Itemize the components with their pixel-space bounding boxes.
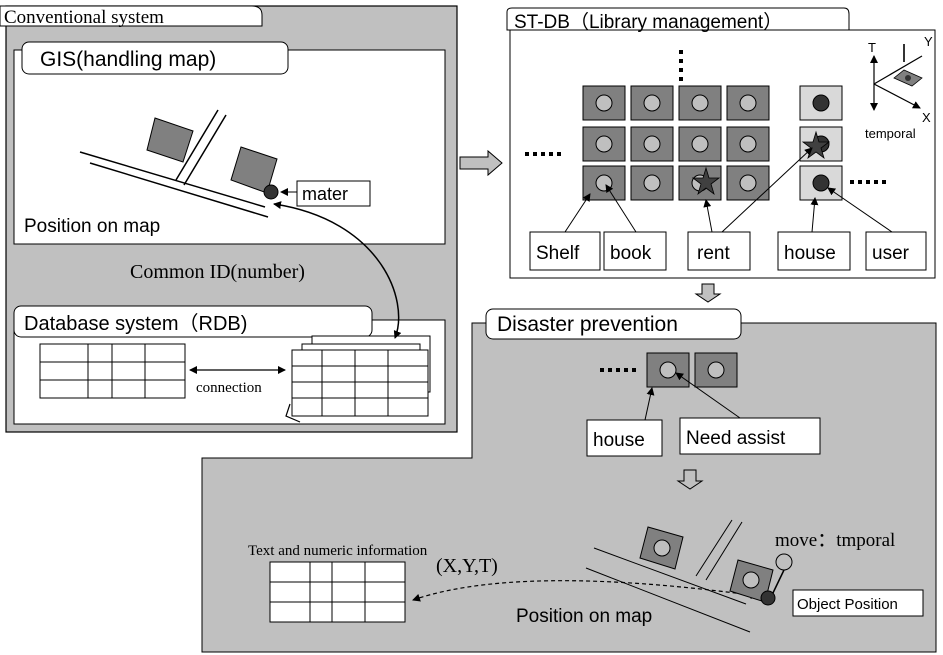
database-title: Database system（RDB): [24, 312, 247, 335]
user-dot: [812, 174, 830, 192]
mater-label: mater: [302, 184, 348, 204]
label-book: book: [610, 243, 652, 264]
object-position-label: Object Position: [797, 596, 898, 613]
disaster-title: Disaster prevention: [497, 313, 678, 336]
book-circle: [643, 135, 661, 153]
move-temporal-label: move：tmporal: [775, 530, 895, 551]
disaster-prevention-panel: Disaster prevention house Need assist Te…: [201, 308, 937, 653]
info-table: [269, 561, 406, 623]
stdb-panel: ST-DB（Library management） Shelf: [506, 7, 936, 279]
conventional-system-panel: Conventional system GIS(handling map) ma…: [0, 5, 458, 433]
flow-arrow-down: [694, 283, 722, 303]
user-dot: [812, 94, 830, 112]
book-circle: [739, 94, 757, 112]
book-circle: [643, 94, 661, 112]
text-numeric-label: Text and numeric information: [248, 543, 428, 559]
flow-arrow-down: [676, 469, 704, 490]
mater-dot: [263, 184, 279, 200]
book-circle: [739, 174, 757, 192]
book-circle: [691, 94, 709, 112]
position-on-map-label: Position on map: [24, 216, 160, 237]
connection-label: connection: [196, 380, 262, 396]
xyt-axes-icon: T Y X temporal: [865, 34, 933, 141]
position-on-map-label: Position on map: [516, 606, 652, 627]
book-circle: [643, 174, 661, 192]
axis-t-label: T: [868, 40, 876, 55]
house-label: house: [593, 430, 645, 451]
label-rent: rent: [697, 243, 730, 264]
rdb-stacked-tables: [285, 335, 431, 423]
temporal-label: temporal: [865, 126, 916, 141]
need-assist-label: Need assist: [686, 428, 786, 449]
shelf-cell: [630, 85, 674, 121]
book-circle: [691, 135, 709, 153]
star-icon: [801, 130, 831, 160]
label-shelf: Shelf: [536, 243, 580, 264]
label-house: house: [784, 243, 836, 264]
book-circle: [595, 174, 613, 192]
rdb-table: [39, 343, 186, 399]
axis-y-label: Y: [924, 34, 933, 49]
label-user: user: [872, 243, 910, 264]
building: [146, 117, 194, 163]
stdb-title: ST-DB（Library management）: [514, 11, 782, 33]
book-circle: [739, 135, 757, 153]
shelf-cell: [582, 126, 626, 162]
object-position-dot: [760, 590, 776, 606]
star-icon: [691, 166, 721, 196]
book-circle: [595, 135, 613, 153]
conventional-system-title: Conventional system: [4, 7, 164, 28]
common-id-label: Common ID(number): [130, 261, 305, 283]
xyt-label: (X,Y,T): [436, 555, 498, 577]
gis-title: GIS(handling map): [40, 48, 216, 71]
axis-x-label: X: [922, 110, 931, 125]
book-circle: [595, 94, 613, 112]
moved-point: [775, 553, 793, 571]
flow-arrow-right: [459, 149, 503, 177]
